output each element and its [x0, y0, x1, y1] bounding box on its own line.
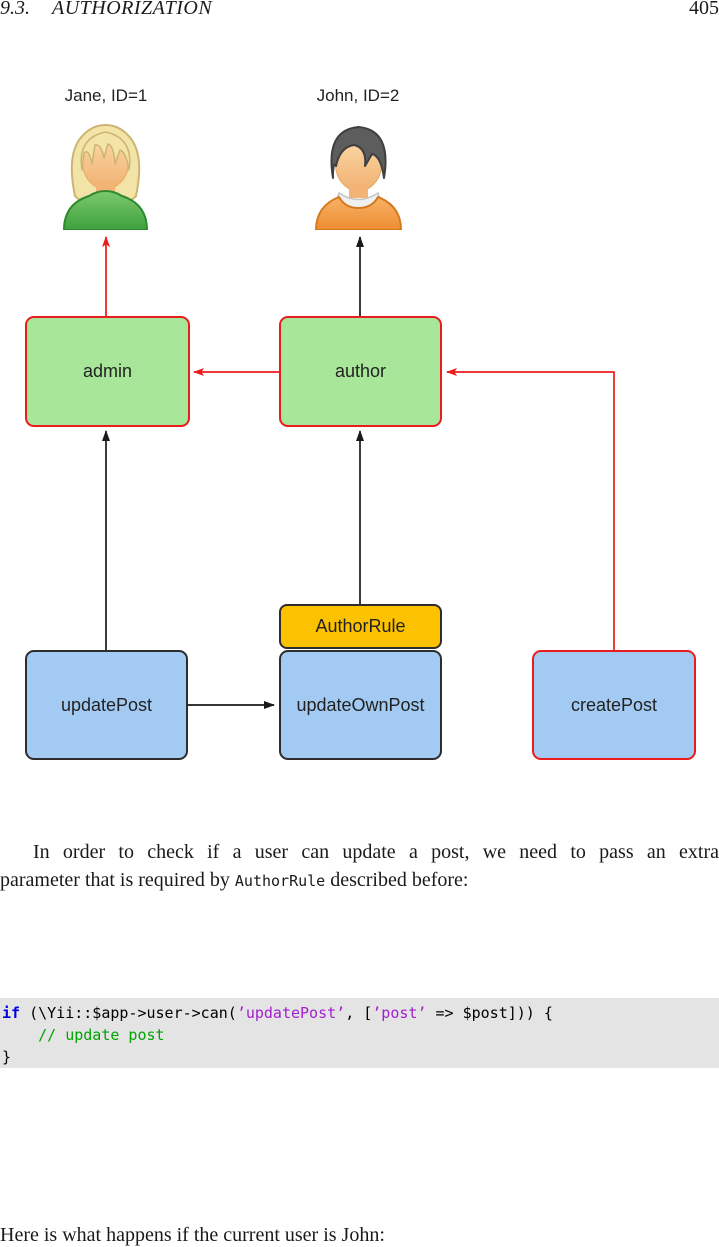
code-line: if (\Yii::$app->user->can(’updatePost’, … — [2, 1004, 553, 1022]
node-admin: admin — [25, 316, 190, 427]
closing-paragraph: Here is what happens if the current user… — [0, 1224, 385, 1246]
inline-code-authorrule: AuthorRule — [234, 872, 326, 890]
body-paragraph: In order to check if a user can update a… — [0, 838, 719, 895]
node-admin-label: admin — [82, 361, 133, 381]
node-createpost-label: createPost — [570, 694, 658, 715]
jane-bangs — [80, 131, 131, 171]
page-header: 9.3. AUTHORIZATION 405 — [0, 0, 719, 20]
page-number: 405 — [689, 0, 719, 19]
john-avatar-icon — [314, 126, 403, 231]
code-block: if (\Yii::$app->user->can(’updatePost’, … — [0, 998, 719, 1068]
node-updatepost: updatePost — [25, 650, 188, 760]
node-authorrule-label: AuthorRule — [315, 616, 406, 636]
node-updateownpost: updateOwnPost — [279, 650, 442, 760]
user-label-jane: Jane, ID=1 — [64, 86, 148, 105]
node-createpost: createPost — [532, 650, 696, 760]
paragraph-line-2-text: parameter that is required by — [0, 869, 235, 891]
rbac-diagram: Jane, ID=1 John, ID=2 — [25, 86, 696, 760]
section-number: 9.3. — [0, 0, 30, 19]
node-updateownpost-label: updateOwnPost — [296, 694, 425, 715]
jane-shirt — [62, 189, 149, 231]
arrow-createpost-to-author — [446, 368, 615, 650]
node-updatepost-label: updatePost — [60, 694, 153, 715]
node-author: author — [279, 316, 442, 427]
john-neck — [349, 184, 368, 198]
user-label-john: John, ID=2 — [316, 86, 400, 105]
john-hoodie — [314, 195, 403, 231]
avatar-john — [312, 120, 405, 231]
paragraph-line-1: In order to check if a user can update a… — [33, 841, 719, 863]
paragraph-line-2: parameter that is required by AuthorRule… — [0, 866, 719, 895]
john-hair — [330, 126, 387, 179]
node-author-label: author — [334, 361, 387, 381]
code-line: } — [2, 1048, 12, 1066]
code-line: // update post — [2, 1026, 165, 1044]
section-title: AUTHORIZATION — [52, 0, 213, 19]
node-authorrule: AuthorRule — [279, 604, 442, 649]
jane-avatar-icon — [62, 123, 149, 231]
avatar-jane — [59, 120, 152, 231]
paragraph-line-2-tail: described before: — [325, 869, 469, 891]
